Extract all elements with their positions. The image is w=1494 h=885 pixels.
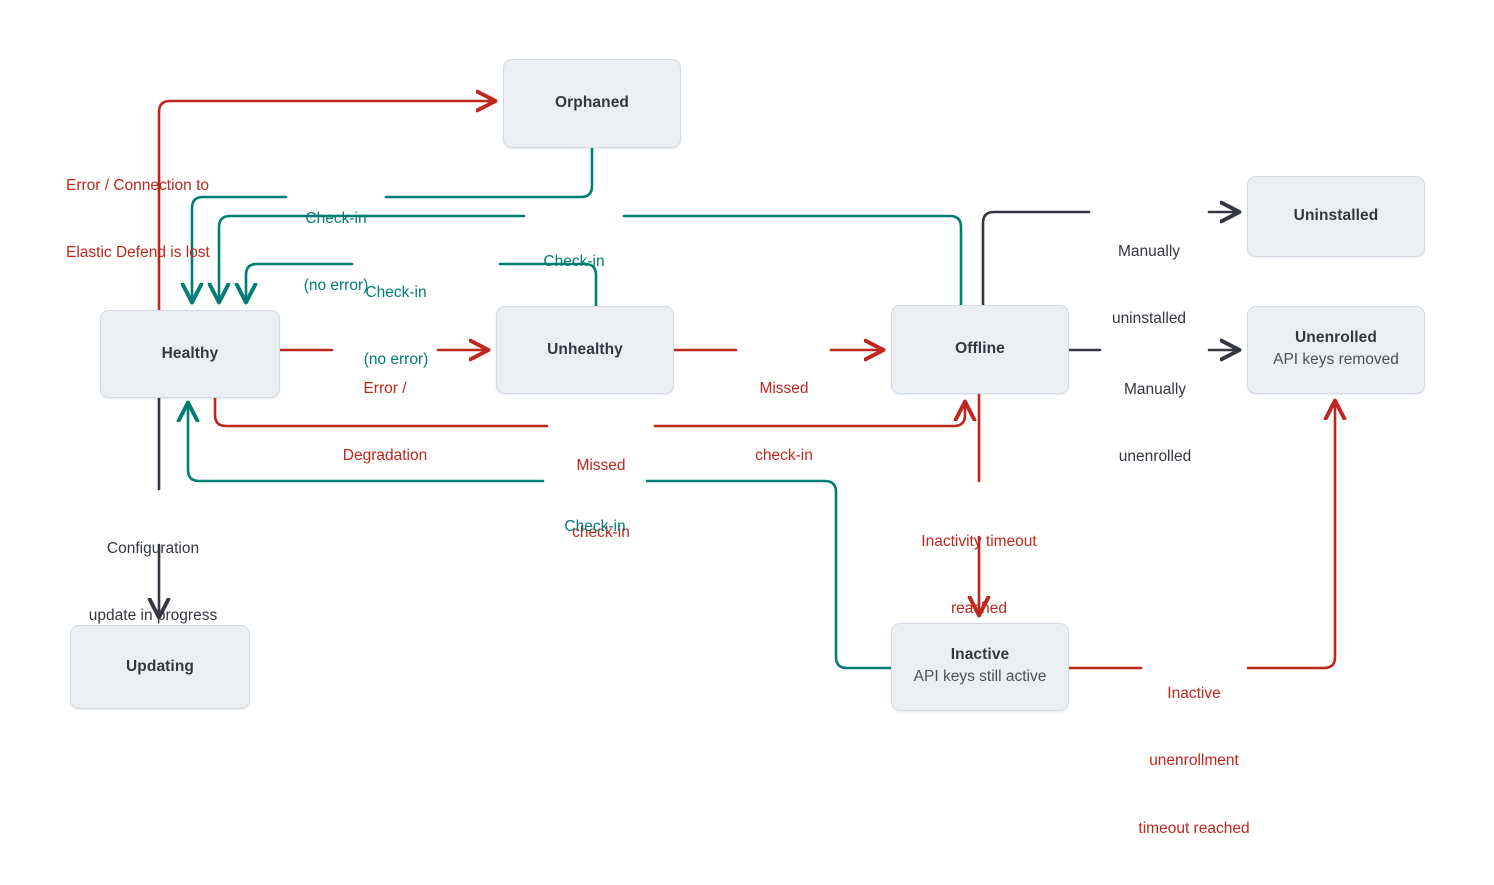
edge-orphaned-to-healthy-a (384, 147, 594, 199)
edge-label-inactive-unenrollment-line1: Inactive (1167, 684, 1221, 702)
edge-label-checkin-no-error-top: Check-in (no error) (304, 163, 369, 343)
node-healthy[interactable]: Healthy (100, 310, 280, 398)
node-orphaned-title: Orphaned (554, 94, 629, 112)
node-unenrolled[interactable]: Unenrolled API keys removed (1247, 306, 1425, 394)
edge-inactive-to-healthy-a (645, 479, 893, 670)
edge-label-missed-checkin-low: Missed check-in (572, 410, 630, 590)
edge-label-inactivity-timeout-line1: Inactivity timeout (921, 532, 1037, 550)
edge-label-checkin-no-error-top-line1: Check-in (305, 209, 367, 227)
node-unenrolled-subtitle: API keys removed (1273, 351, 1399, 369)
node-inactive-subtitle: API keys still active (913, 668, 1047, 686)
edge-orphaned-to-healthy-b (192, 195, 288, 302)
node-unenrolled-title: Unenrolled (1295, 328, 1377, 346)
node-uninstalled-title: Uninstalled (1293, 207, 1379, 225)
edge-label-manually-unenrolled-line2: unenrolled (1118, 448, 1192, 466)
edge-label-error-connection-lost-line1: Error / Connection to (66, 176, 210, 194)
node-updating-title: Updating (126, 657, 194, 675)
edge-offline-to-uninstalled-a (981, 210, 1091, 307)
edge-inactive-to-unenrolled-b (1246, 401, 1335, 670)
edge-label-inactive-unenrollment-line2: unenrollment (1149, 752, 1239, 770)
edge-label-error-degradation-line1: Error / (363, 379, 407, 397)
edge-label-manually-uninstalled-line2: uninstalled (1111, 310, 1187, 328)
edge-label-checkin-offline: Check-in (543, 206, 604, 318)
edge-label-configuration-update-line1: Configuration (106, 539, 200, 557)
edge-wires: .w{fill:none;stroke-width:2.6;stroke-lin… (0, 0, 1494, 670)
edge-healthy-to-offline-b (653, 402, 965, 428)
edge-label-missed-checkin-top-line2: check-in (755, 447, 813, 465)
edge-label-error-degradation: Error / Degradation (343, 333, 427, 513)
edge-offline-to-healthy-b (219, 214, 526, 302)
edge-healthy-to-offline-a (213, 395, 549, 428)
edge-offline-to-healthy-a (622, 214, 963, 307)
node-orphaned[interactable]: Orphaned (503, 59, 681, 148)
edge-label-checkin-inactive-text: Check-in (564, 517, 626, 535)
diagram-canvas: .w{fill:none;stroke-width:2.6;stroke-lin… (0, 0, 1494, 837)
edge-label-inactivity-timeout: Inactivity timeout reached (921, 486, 1036, 666)
edge-label-manually-unenrolled-line1: Manually (1123, 380, 1187, 398)
node-offline-title: Offline (955, 340, 1005, 358)
node-unhealthy[interactable]: Unhealthy (496, 306, 674, 394)
edge-unhealthy-to-healthy-b (246, 262, 354, 302)
edge-label-checkin-no-error-top-line2: (no error) (303, 277, 369, 295)
node-inactive-title: Inactive (950, 645, 1010, 663)
edge-label-inactive-unenrollment: Inactive unenrollment timeout reached (1138, 638, 1249, 885)
edge-label-manually-uninstalled-line1: Manually (1117, 242, 1181, 260)
edge-label-missed-checkin-low-line1: Missed (576, 456, 626, 474)
edge-label-configuration-update: Configuration update in progress (89, 493, 217, 673)
edge-label-configuration-update-line2: update in progress (88, 607, 218, 625)
edge-label-error-connection-lost-line2: Elastic Defend is lost (66, 244, 210, 262)
edge-label-missed-checkin-top: Missed check-in (755, 333, 813, 513)
edge-unhealthy-to-healthy-a (498, 262, 598, 308)
node-healthy-title: Healthy (161, 344, 219, 362)
edge-healthy-to-orphaned (157, 101, 495, 312)
edge-label-manually-unenrolled: Manually unenrolled (1119, 334, 1191, 514)
edge-label-checkin-no-error-mid: Check-in (no error) (364, 237, 429, 417)
edge-label-checkin-offline-text: Check-in (543, 252, 605, 270)
edge-label-error-connection-lost: Error / Connection to Elastic Defend is … (66, 130, 210, 310)
edge-inactive-to-healthy-b (188, 403, 545, 483)
edge-label-checkin-no-error-mid-line1: Check-in (365, 283, 427, 301)
edge-label-inactivity-timeout-line2: reached (950, 600, 1007, 618)
edge-label-inactive-unenrollment-line3: timeout reached (1138, 819, 1250, 837)
node-inactive[interactable]: Inactive API keys still active (891, 623, 1069, 711)
edge-label-checkin-no-error-mid-line2: (no error) (363, 351, 429, 369)
edge-label-error-degradation-line2: Degradation (342, 447, 428, 465)
node-unhealthy-title: Unhealthy (547, 340, 623, 358)
edge-label-checkin-inactive: Check-in (564, 471, 625, 583)
edge-label-missed-checkin-top-line1: Missed (759, 379, 809, 397)
node-offline[interactable]: Offline (891, 305, 1069, 394)
node-updating[interactable]: Updating (70, 625, 250, 709)
node-uninstalled[interactable]: Uninstalled (1247, 176, 1425, 257)
edge-label-missed-checkin-low-line2: check-in (572, 524, 630, 542)
edge-label-manually-uninstalled: Manually uninstalled (1112, 196, 1186, 376)
